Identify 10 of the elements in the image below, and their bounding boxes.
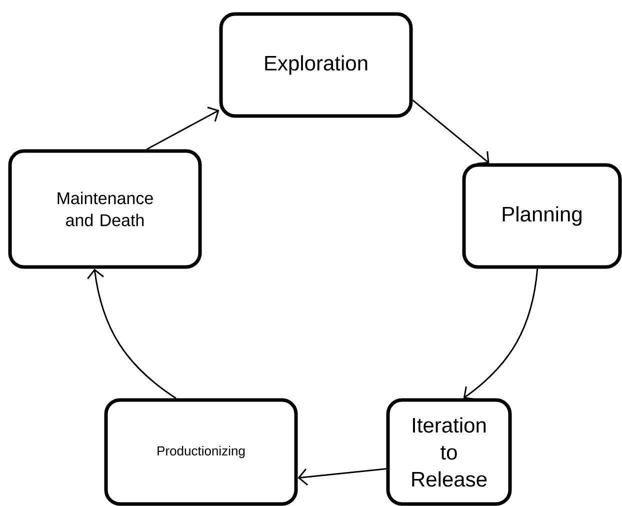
arrow — [463, 268, 538, 400]
process-box: Exploration — [219, 12, 413, 118]
process-box: Productionizing — [104, 398, 298, 506]
arrow — [412, 100, 490, 164]
arrow — [298, 468, 386, 486]
process-box: Planning — [462, 163, 622, 269]
process-box: Maintenance and Death — [8, 149, 202, 269]
arrow — [87, 268, 176, 399]
arrow — [146, 106, 220, 150]
process-box: Iteration to Release — [386, 398, 512, 506]
